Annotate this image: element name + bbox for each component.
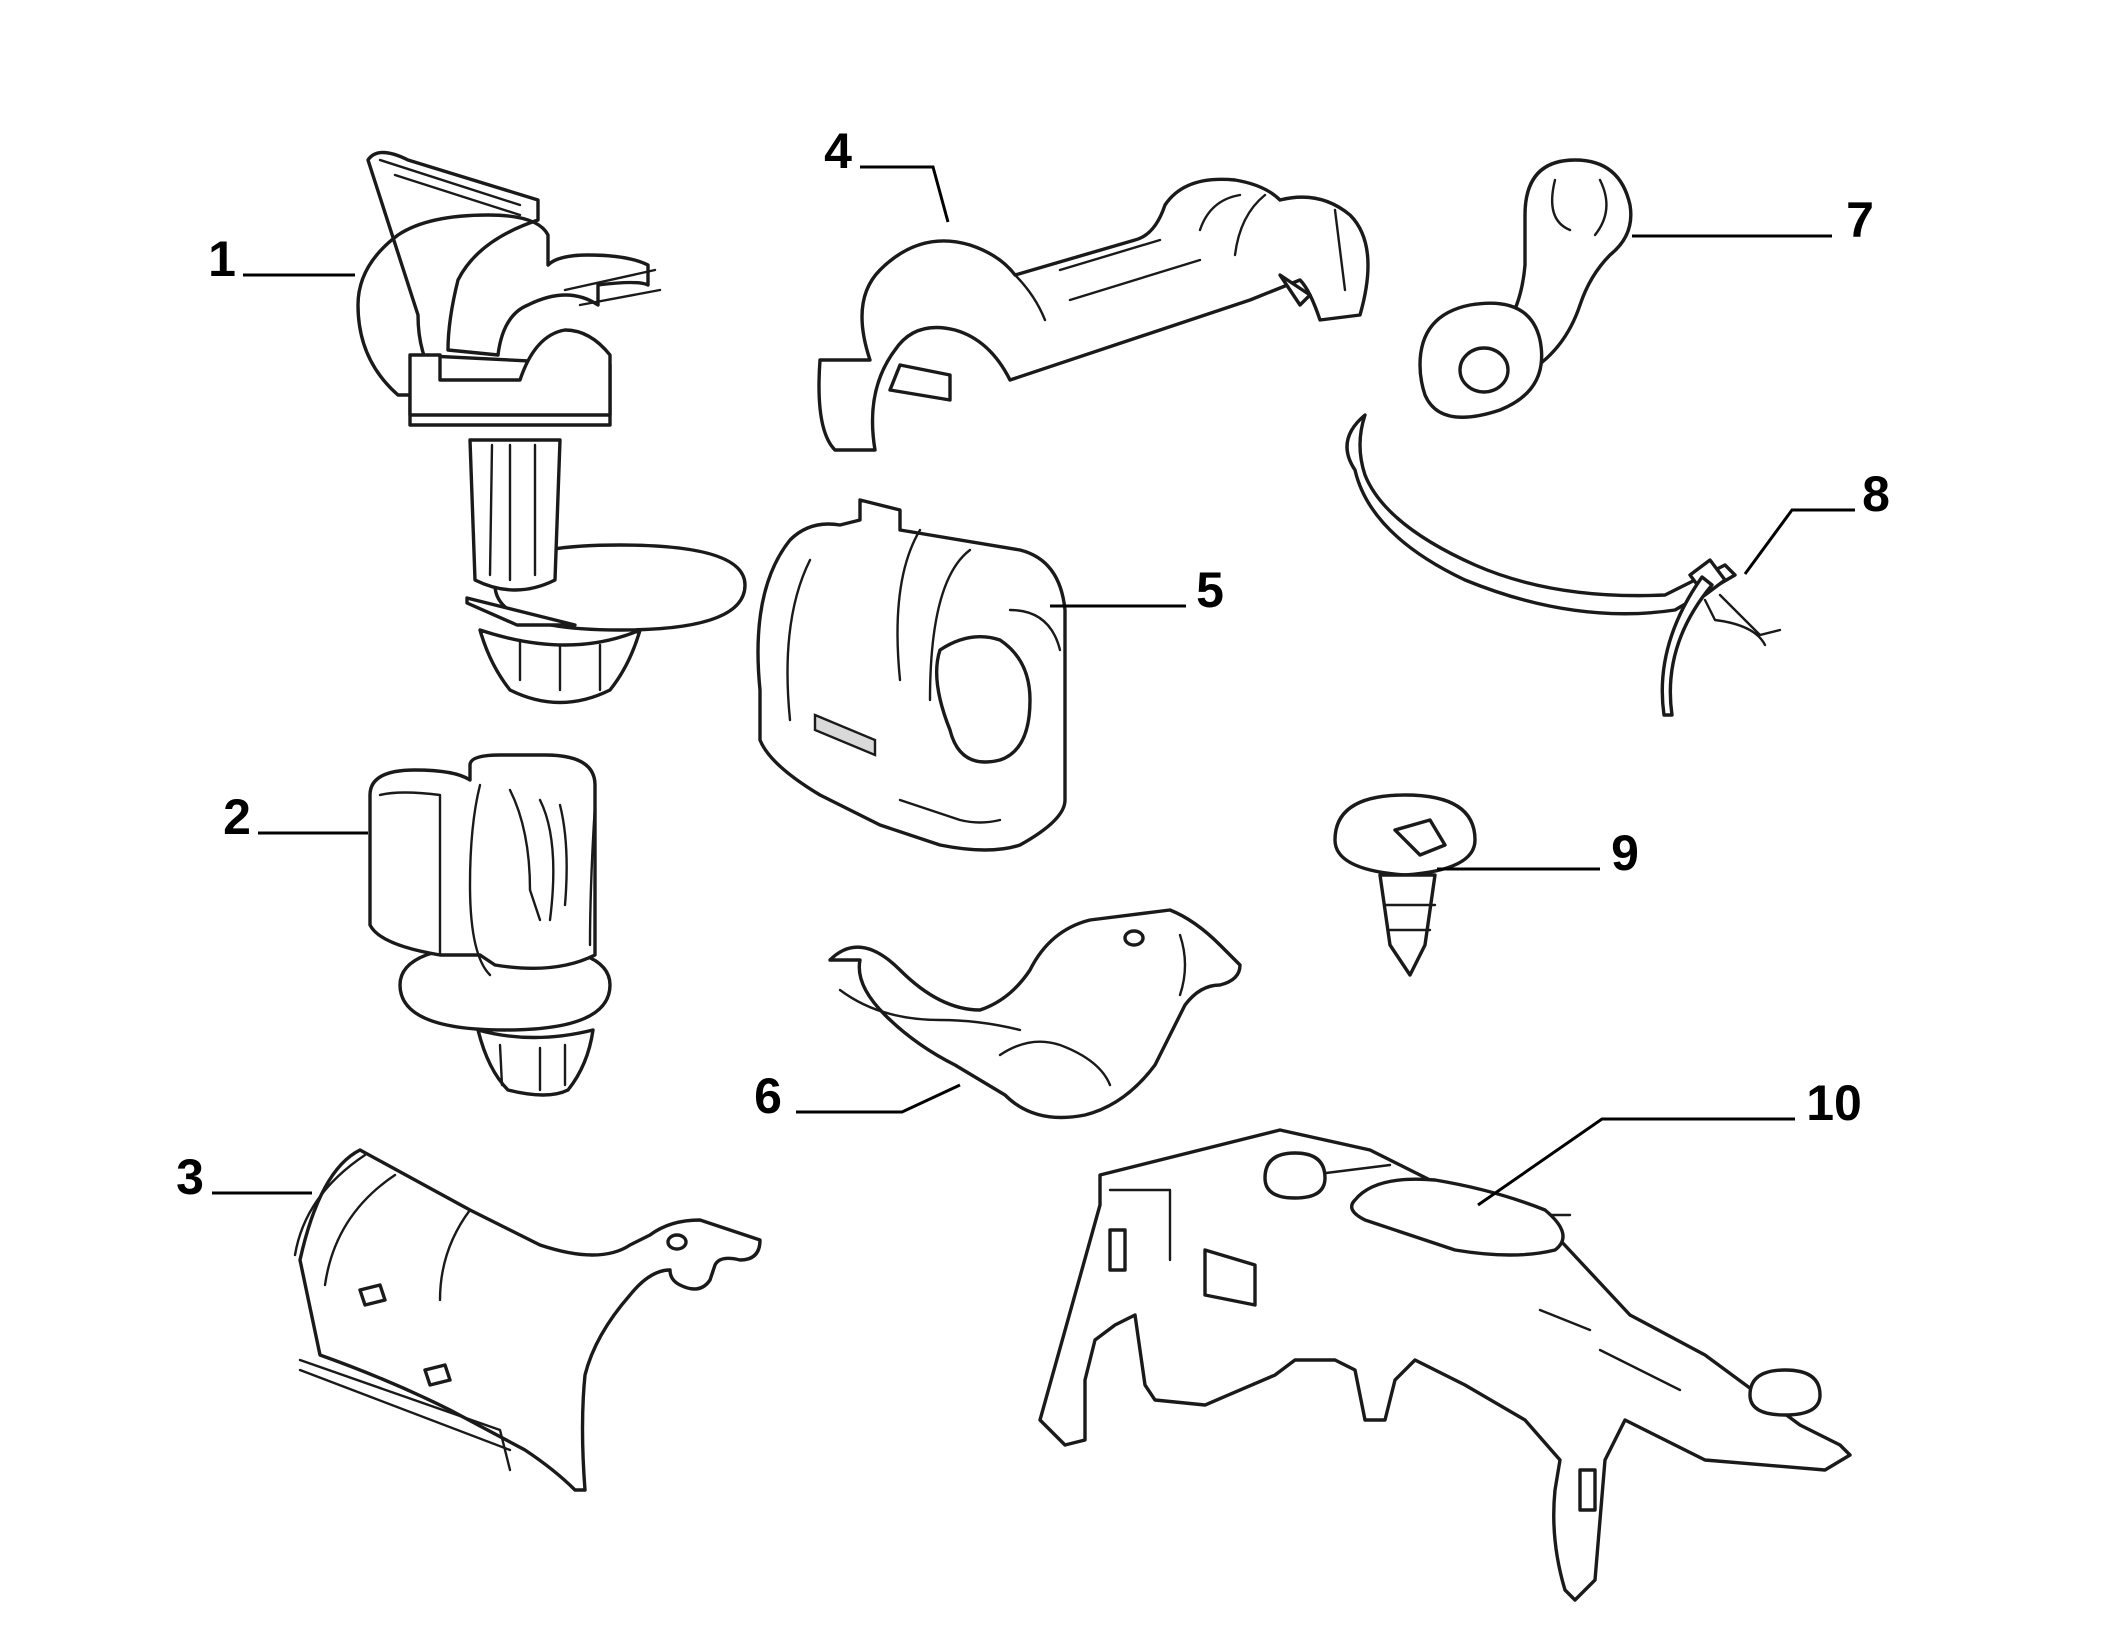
callout-7: 7	[1846, 192, 1874, 248]
callout-9: 9	[1611, 825, 1639, 881]
part-9-push-rivet	[1333, 793, 1477, 977]
callout-5: 5	[1196, 562, 1224, 618]
part-2-snap-clip	[368, 753, 612, 1097]
leader-4	[860, 165, 950, 223]
part-5-bush-block	[756, 498, 1067, 852]
leader-6	[796, 1083, 961, 1114]
callout-4: 4	[824, 123, 852, 179]
part-7-grommet-elbow	[1418, 158, 1633, 419]
callout-10: 10	[1806, 1075, 1862, 1131]
leader-10	[1477, 1117, 1795, 1207]
callout-numbers: 1 2 3 4 5 6 7 8 9 10	[176, 123, 1890, 1205]
part-3-bracket-strap	[293, 1148, 762, 1492]
part-6-curved-strap-clip	[828, 908, 1242, 1120]
callout-1: 1	[208, 231, 236, 287]
leader-lines	[212, 165, 1855, 1207]
callout-3: 3	[176, 1149, 204, 1205]
callout-8: 8	[1862, 466, 1890, 522]
part-1-pipe-clip-stud	[356, 150, 747, 705]
callout-2: 2	[223, 789, 251, 845]
callout-6: 6	[754, 1068, 782, 1124]
part-8-cable-tie	[1345, 413, 1782, 717]
part-4-double-pipe-clip	[817, 177, 1370, 452]
part-10-long-bracket	[1038, 1128, 1852, 1602]
leader-8	[1743, 508, 1855, 575]
